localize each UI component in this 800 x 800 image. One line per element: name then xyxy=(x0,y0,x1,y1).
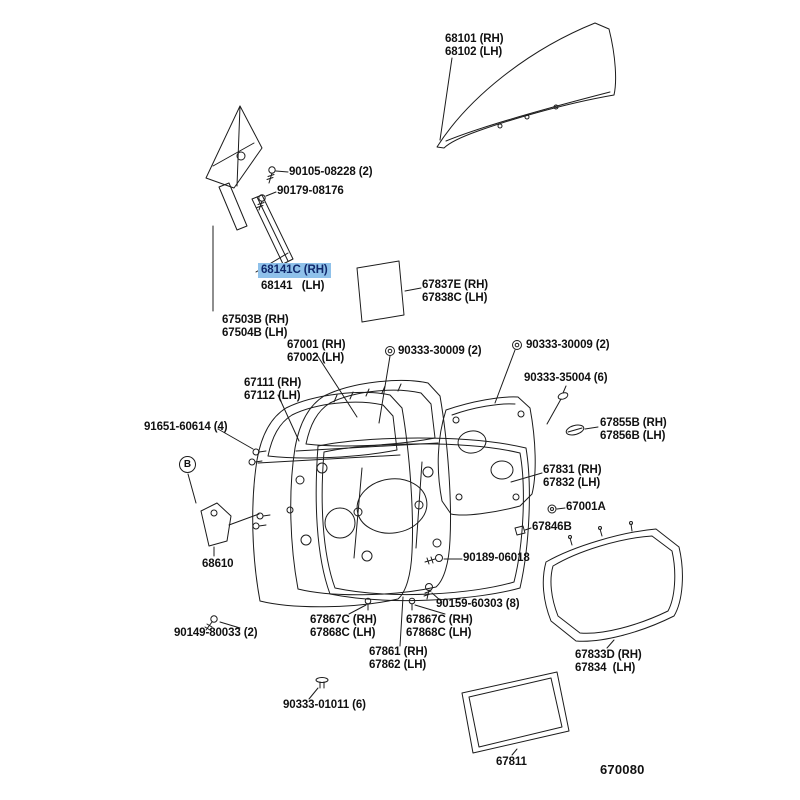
mirror-bracket-art xyxy=(205,105,263,231)
part-number: 90179-08176 xyxy=(277,185,344,197)
label-67867c-67868c-right[interactable]: 67867C (RH)67868C (LH) xyxy=(406,614,473,639)
part-number: 67855B (RH) xyxy=(600,417,667,429)
fastener-30009-center-art xyxy=(385,346,395,356)
label-68141[interactable]: 68141 (LH) xyxy=(261,280,324,293)
leader-lines xyxy=(187,57,615,756)
screw-90179-art xyxy=(256,194,266,211)
part-number: 67002 (LH) xyxy=(287,351,345,364)
label-68141c-selected[interactable]: 68141C (RH) xyxy=(258,263,331,278)
screw-80033-art xyxy=(204,615,218,631)
hinge-bolts-art xyxy=(248,448,271,530)
door-glass-art xyxy=(436,22,617,149)
label-67503b-67504b[interactable]: 67503B (RH)67504B (LH) xyxy=(222,314,289,339)
part-number: 67837E (RH) xyxy=(422,279,489,291)
label-67811[interactable]: 67811 xyxy=(496,756,527,769)
label-67831-67832[interactable]: 67831 (RH)67832 (LH) xyxy=(543,464,602,489)
label-67861-67862[interactable]: 67861 (RH)67862 (LH) xyxy=(369,646,428,671)
label-68610[interactable]: 68610 xyxy=(202,558,234,571)
label-67867c-67868c-left[interactable]: 67867C (RH)67868C (LH) xyxy=(310,614,377,639)
window-run-strip-art xyxy=(251,194,294,265)
label-67855b-67856b[interactable]: 67855B (RH)67856B (LH) xyxy=(600,417,667,442)
part-number: 68101 (RH) xyxy=(445,33,504,45)
label-90333-01011[interactable]: 90333-01011 (6) xyxy=(283,699,366,712)
label-91651-60614[interactable]: 91651-60614 (4) xyxy=(144,421,228,434)
label-67001a[interactable]: 67001A xyxy=(566,501,606,514)
part-number: 90189-06018 xyxy=(463,552,530,564)
screw-90105-art xyxy=(266,166,276,184)
part-number: 67868C (LH) xyxy=(310,626,376,639)
label-67001-67002[interactable]: 67001 (RH)67002 (LH) xyxy=(287,339,346,364)
part-number: 67112 (LH) xyxy=(244,389,301,402)
grommet-67001a-art xyxy=(547,504,557,514)
label-90179-08176[interactable]: 90179-08176 xyxy=(277,185,344,198)
part-number: 67867C (RH) xyxy=(310,614,377,626)
part-number: 90333-30009 (2) xyxy=(526,339,610,351)
diagram-number: 670080 xyxy=(600,762,645,777)
label-67111-67112[interactable]: 67111 (RH)67112 (LH) xyxy=(244,377,301,402)
part-number: 67862 (LH) xyxy=(369,658,427,671)
part-number: 67001 (RH) xyxy=(287,339,346,351)
label-90149-80033[interactable]: 90149-80033 (2) xyxy=(174,627,258,640)
cushion-screws-art xyxy=(364,597,416,611)
part-number: 67811 xyxy=(496,756,527,768)
bolt-06018-art xyxy=(424,554,443,565)
outer-panel-67833-art xyxy=(542,521,683,642)
label-90159-60303[interactable]: 90159-60303 (8) xyxy=(436,598,520,611)
part-number: 67001A xyxy=(566,501,606,513)
part-number: 67833D (RH) xyxy=(575,649,642,661)
part-number: 68610 xyxy=(202,558,234,570)
label-67833d-67834[interactable]: 67833D (RH)67834 (LH) xyxy=(575,649,642,674)
label-90189-06018[interactable]: 90189-06018 xyxy=(463,552,530,565)
part-number: 67838C (LH) xyxy=(422,291,488,304)
weatherstrip-ring-art xyxy=(315,437,530,602)
part-number: 67834 (LH) xyxy=(575,661,636,674)
part-number: 67868C (LH) xyxy=(406,626,472,639)
part-number: 67111 (RH) xyxy=(244,377,302,389)
part-number: 90333-35004 (6) xyxy=(524,372,608,384)
part-number: 90159-60303 (8) xyxy=(436,598,520,610)
part-number: 90333-01011 (6) xyxy=(283,699,366,711)
screw-60303-art xyxy=(423,583,433,600)
part-number: 68102 (LH) xyxy=(445,45,503,58)
part-number: 67856B (LH) xyxy=(600,429,666,442)
part-number: 67831 (RH) xyxy=(543,464,602,476)
part-number: 67846B xyxy=(532,521,572,533)
part-number: 90333-30009 (2) xyxy=(398,345,482,357)
carrier-frame-67831-art xyxy=(437,396,536,516)
door-inner-panels-art xyxy=(252,380,452,608)
pad-67837-art xyxy=(356,260,405,323)
cap-67855-art xyxy=(565,424,585,436)
part-number: 67503B (RH) xyxy=(222,314,289,326)
label-90333-35004[interactable]: 90333-35004 (6) xyxy=(524,372,608,385)
part-number: 67861 (RH) xyxy=(369,646,428,658)
label-68101-68102[interactable]: 68101 (RH)68102 (LH) xyxy=(445,33,504,58)
part-number: 91651-60614 (4) xyxy=(144,421,228,433)
trim-67811-art xyxy=(461,671,570,754)
label-67837e-67838c[interactable]: 67837E (RH)67838C (LH) xyxy=(422,279,488,304)
part-number: 90149-80033 (2) xyxy=(174,627,258,639)
part-number: 67832 (LH) xyxy=(543,476,601,489)
clip-01011-art xyxy=(315,677,329,689)
door-check-68610-art xyxy=(200,502,260,547)
part-number-highlighted: 68141C (RH) xyxy=(258,263,331,278)
part-number: 90105-08228 (2) xyxy=(289,166,373,178)
fastener-30009-right-art xyxy=(512,340,522,350)
part-number: 67867C (RH) xyxy=(406,614,473,626)
label-90333-30009-center[interactable]: 90333-30009 (2) xyxy=(398,345,482,358)
label-90105-08228[interactable]: 90105-08228 (2) xyxy=(289,166,373,179)
clip-35004-art xyxy=(557,392,569,400)
diagram-number-text: 670080 xyxy=(600,762,645,777)
clip-67846-art xyxy=(514,525,526,536)
callout-letter: B xyxy=(183,459,192,470)
callout-circle-b: B xyxy=(179,456,196,473)
label-90333-30009-right[interactable]: 90333-30009 (2) xyxy=(526,339,610,352)
part-number: 67504B (LH) xyxy=(222,326,288,339)
part-number: 68141 (LH) xyxy=(261,280,325,292)
label-67846b[interactable]: 67846B xyxy=(532,521,572,534)
